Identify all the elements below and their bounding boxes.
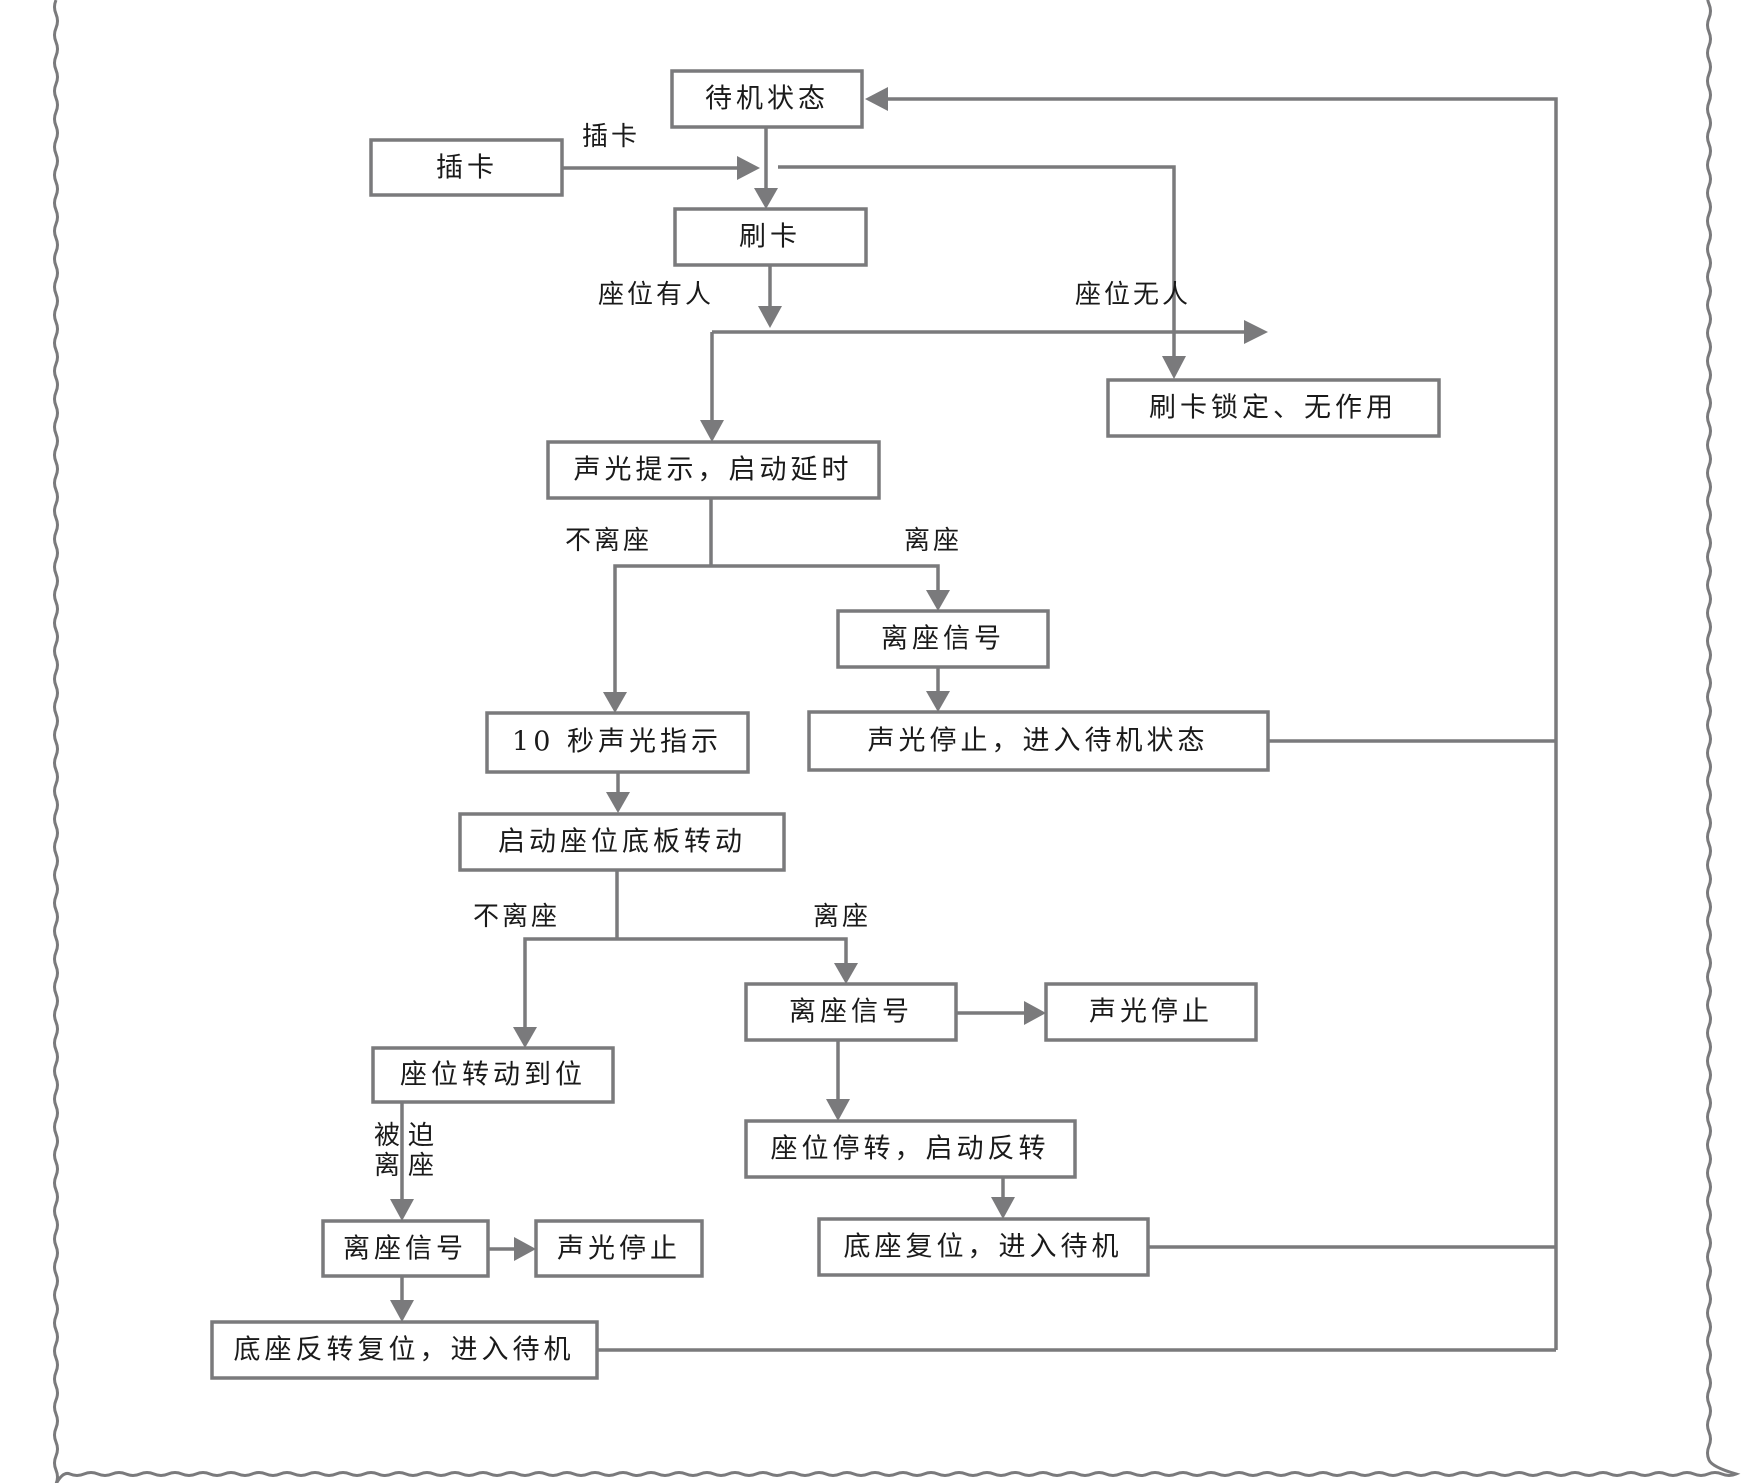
node-insert-card: 插卡 xyxy=(369,138,564,197)
node-reset-standby: 底座复位，进入待机 xyxy=(817,1217,1150,1277)
edge-leave-2 xyxy=(617,937,848,966)
node-card-locked: 刷卡锁定、无作用 xyxy=(1106,378,1441,438)
label-leave-2: 离座 xyxy=(813,902,871,932)
label-not-leave-1: 不离座 xyxy=(565,526,652,556)
edge-leave-1 xyxy=(711,564,940,593)
arrowhead-down-icon xyxy=(390,1199,414,1221)
node-stop-and-standby: 声光停止，进入待机状态 xyxy=(807,710,1270,772)
label-seat-occupied: 座位有人 xyxy=(598,280,714,310)
node-standby: 待机状态 xyxy=(670,69,864,129)
label-forced-leave-line2: 离座 xyxy=(374,1151,442,1181)
arrowhead-down-icon xyxy=(513,1027,537,1048)
arrowhead-right-icon xyxy=(737,156,760,180)
node-stop-and-standby-label: 声光停止，进入待机状态 xyxy=(868,726,1209,757)
label-leave-1: 离座 xyxy=(904,526,962,556)
arrowhead-down-icon xyxy=(700,420,724,442)
arrowhead-right-icon xyxy=(1244,320,1268,344)
node-reverse-reset-standby: 底座反转复位，进入待机 xyxy=(210,1320,599,1380)
node-swipe-card: 刷卡 xyxy=(673,207,868,267)
node-stop-and-reverse: 座位停转，启动反转 xyxy=(744,1119,1077,1179)
label-insert-card: 插卡 xyxy=(582,122,640,152)
label-seat-empty: 座位无人 xyxy=(1075,280,1191,310)
arrowhead-down-icon xyxy=(603,692,627,713)
node-ten-sec-indicator-label: 10 秒声光指示 xyxy=(512,727,722,758)
node-standby-label: 待机状态 xyxy=(705,84,829,115)
edge-not-leave-2 xyxy=(523,937,617,1030)
arrowhead-left-icon xyxy=(865,87,888,111)
arrowhead-down-icon xyxy=(834,963,858,984)
arrowhead-down-icon xyxy=(826,1099,850,1121)
node-leave-signal-1-label: 离座信号 xyxy=(881,624,1005,655)
node-sound-light-prompt: 声光提示，启动延时 xyxy=(546,440,881,500)
edge-not-leave-1 xyxy=(613,564,711,695)
node-leave-signal-1: 离座信号 xyxy=(836,609,1050,669)
node-seat-rotated: 座位转动到位 xyxy=(371,1046,615,1104)
label-not-leave-2: 不离座 xyxy=(473,902,560,932)
arrowhead-down-icon xyxy=(926,691,950,712)
node-start-rotation-label: 启动座位底板转动 xyxy=(498,827,746,858)
node-stop-sound-light-2: 声光停止 xyxy=(1044,982,1258,1042)
arrowhead-right-icon xyxy=(514,1237,536,1261)
arrowhead-down-icon xyxy=(390,1300,414,1322)
wavy-frame-border xyxy=(53,0,1741,1483)
node-reverse-reset-standby-label: 底座反转复位，进入待机 xyxy=(234,1335,575,1366)
arrowhead-down-icon xyxy=(606,792,630,813)
node-stop-sound-light-3: 声光停止 xyxy=(534,1219,704,1278)
arrowhead-down-icon xyxy=(1162,356,1186,379)
node-leave-signal-3-label: 离座信号 xyxy=(343,1234,467,1265)
arrowhead-down-icon xyxy=(758,306,782,328)
node-leave-signal-2-label: 离座信号 xyxy=(789,997,913,1028)
node-leave-signal-3: 离座信号 xyxy=(321,1219,490,1278)
edge-return-bus xyxy=(886,97,1558,1350)
edge-to-card-locked xyxy=(778,165,1176,360)
node-leave-signal-2: 离座信号 xyxy=(744,982,958,1042)
node-ten-sec-indicator: 10 秒声光指示 xyxy=(485,711,750,774)
node-reset-standby-label: 底座复位，进入待机 xyxy=(844,1232,1123,1263)
arrowhead-down-icon xyxy=(754,188,778,209)
arrowhead-down-icon xyxy=(926,590,950,611)
node-insert-card-label: 插卡 xyxy=(436,153,498,184)
node-sound-light-prompt-label: 声光提示，启动延时 xyxy=(574,455,853,486)
node-seat-rotated-label: 座位转动到位 xyxy=(400,1060,586,1091)
node-stop-sound-light-3-label: 声光停止 xyxy=(557,1234,681,1265)
node-stop-and-reverse-label: 座位停转，启动反转 xyxy=(771,1134,1050,1165)
node-stop-sound-light-2-label: 声光停止 xyxy=(1089,997,1213,1028)
node-card-locked-label: 刷卡锁定、无作用 xyxy=(1149,393,1397,424)
node-swipe-card-label: 刷卡 xyxy=(739,222,801,253)
label-forced-leave-line1: 被迫 xyxy=(374,1121,442,1151)
node-start-rotation: 启动座位底板转动 xyxy=(458,812,786,872)
edges xyxy=(390,87,1558,1352)
arrowhead-down-icon xyxy=(991,1197,1015,1219)
arrowhead-right-icon xyxy=(1024,1001,1046,1025)
